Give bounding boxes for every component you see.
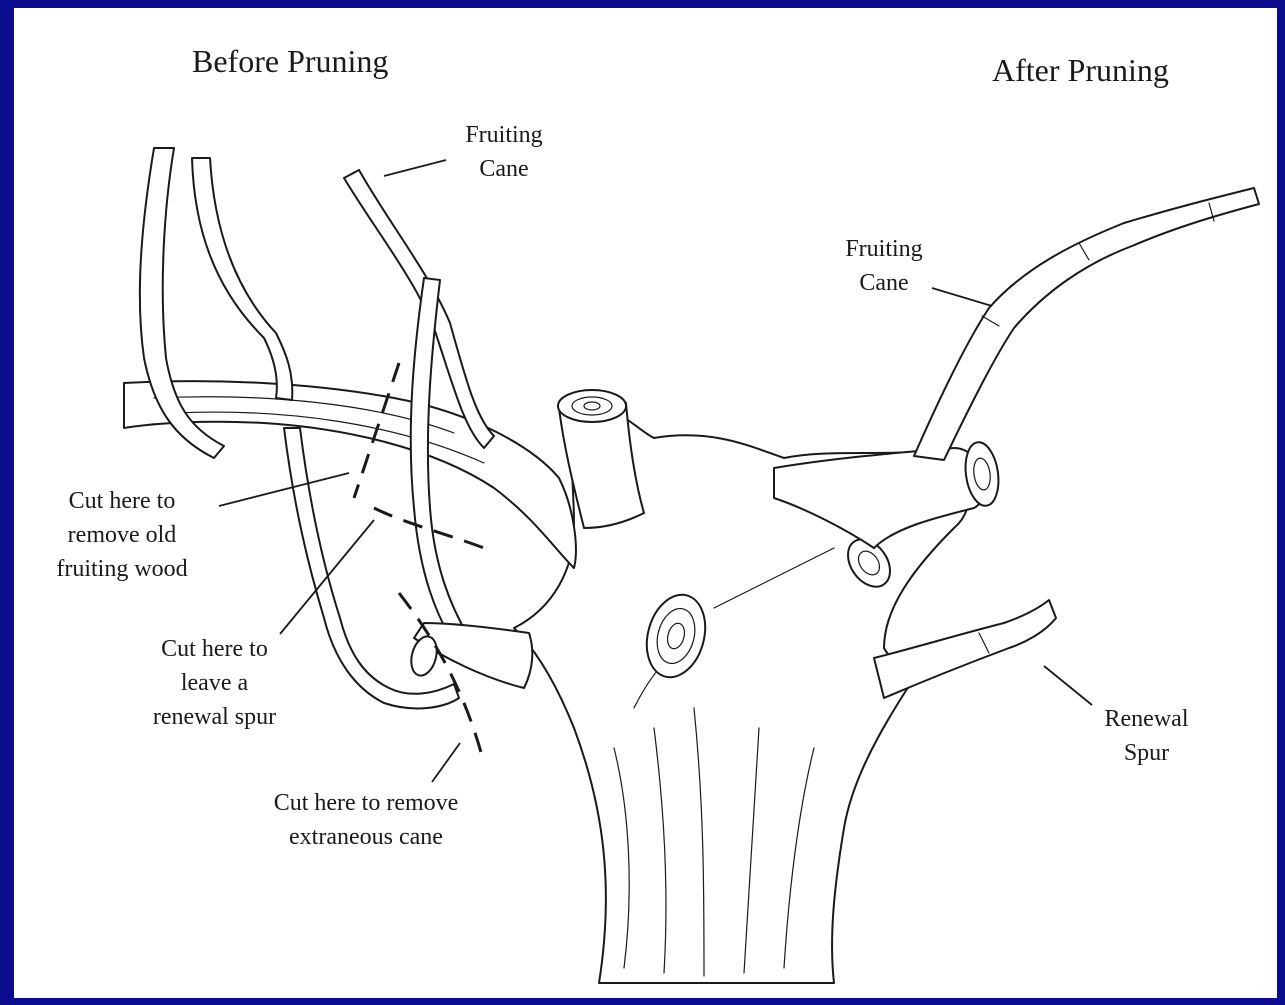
title-before-pruning: Before Pruning [192,41,388,81]
title-after-pruning: After Pruning [992,50,1169,90]
illustration-canvas: Before Pruning After Pruning Fruiting Ca… [14,8,1277,998]
renewal-spur-right [874,600,1056,698]
label-cut-extraneous: Cut here to remove extraneous cane [246,786,486,854]
label-fruiting-cane-right: Fruiting Cane [824,232,944,300]
label-cut-renewal-spur: Cut here to leave a renewal spur [132,632,297,734]
label-cut-old-wood: Cut here to remove old fruiting wood [42,484,202,586]
label-renewal-spur: Renewal Spur [1084,702,1209,770]
fruiting-cane-right [914,188,1259,460]
grapevine-drawing [14,8,1277,998]
label-fruiting-cane-left: Fruiting Cane [444,118,564,186]
